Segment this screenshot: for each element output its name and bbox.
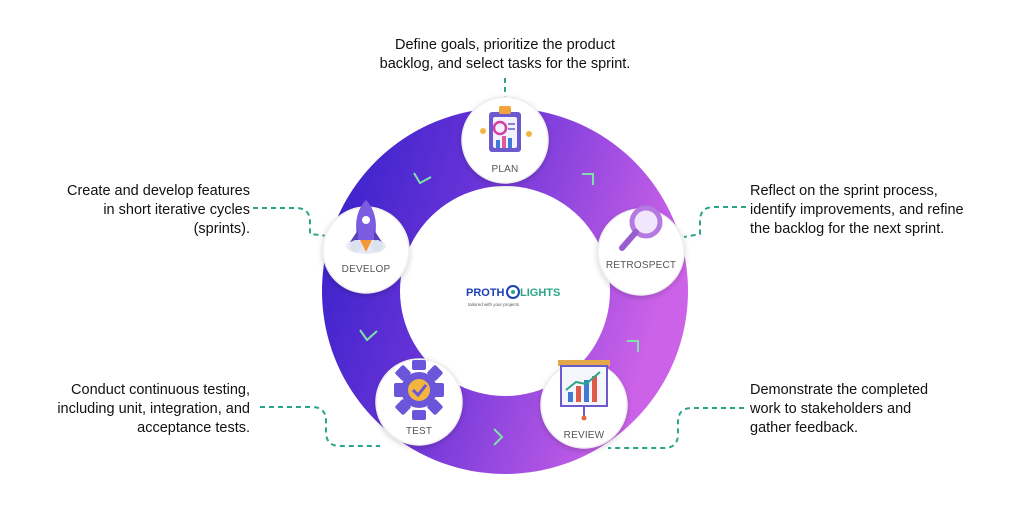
magnifier-icon bbox=[619, 205, 663, 251]
description-plan: Define goals, prioritize the product bac… bbox=[379, 37, 631, 72]
stage-label-test: TEST bbox=[406, 426, 432, 437]
connector-develop bbox=[253, 207, 329, 237]
connector-review bbox=[608, 407, 744, 449]
stage-label-plan: PLAN bbox=[492, 164, 519, 175]
stage-label-review: REVIEW bbox=[564, 430, 605, 441]
logo-target-icon bbox=[506, 285, 520, 299]
flow-arrow bbox=[493, 428, 504, 446]
description-review: Demonstrate the completed work to stakeh… bbox=[750, 382, 929, 436]
svg-text:LIGHTS: LIGHTS bbox=[520, 287, 560, 299]
chart-board-icon bbox=[558, 360, 610, 421]
connector-retrospect bbox=[683, 206, 746, 238]
description-test: Conduct continuous testing, including un… bbox=[57, 382, 250, 436]
flow-arrow bbox=[627, 340, 639, 352]
rocket-icon bbox=[346, 200, 386, 254]
center-circle bbox=[401, 187, 609, 395]
stage-label-develop: DEVELOP bbox=[342, 264, 391, 275]
flow-arrow bbox=[413, 172, 432, 185]
connector-test bbox=[260, 406, 380, 447]
description-retrospect: Reflect on the sprint process, identify … bbox=[750, 183, 964, 237]
gear-check-icon bbox=[394, 360, 444, 420]
svg-text:tailored with your projects: tailored with your projects bbox=[468, 302, 520, 307]
protholights-logo: PROTH LIGHTS tailored with your projects bbox=[466, 285, 560, 307]
clipboard-plan-icon bbox=[480, 106, 532, 152]
description-develop: Create and develop features in short ite… bbox=[67, 183, 250, 237]
flow-arrow bbox=[582, 173, 594, 185]
flow-arrow bbox=[359, 329, 378, 342]
svg-text:PROTH: PROTH bbox=[466, 287, 505, 299]
stage-label-retrospect: RETROSPECT bbox=[606, 260, 676, 271]
